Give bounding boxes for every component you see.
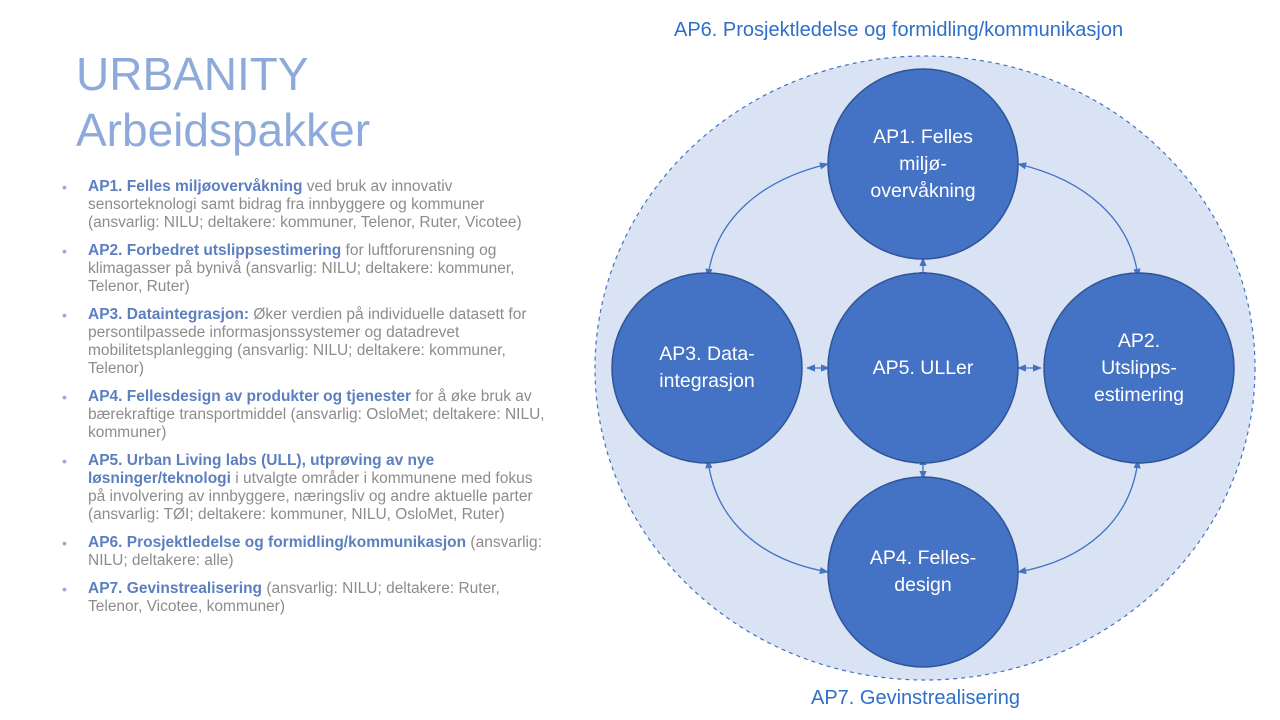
slide-title: URBANITY Arbeidspakker <box>76 46 370 158</box>
work-package-list: • AP1. Felles miljøovervåkning ved bruk a… <box>62 178 552 626</box>
node-ap1-line-2: miljø- <box>899 152 947 175</box>
node-ap3-line-2: integrasjon <box>659 370 755 392</box>
node-ap3-label: AP3. Data- integrasjon <box>627 288 787 448</box>
ap7-heading: AP7. Gevinstrealisering <box>811 687 1020 709</box>
bullet-icon: • <box>62 535 67 551</box>
bullet-icon: • <box>62 581 67 597</box>
node-ap4 <box>827 476 1019 668</box>
connector-ap1-ap2 <box>1017 162 1141 278</box>
list-item-text: ved bruk av innovativ sensorteknologi sa… <box>88 178 522 231</box>
node-ap3 <box>611 272 803 464</box>
node-ap3-line-1: AP3. Data- <box>659 343 755 365</box>
list-item-bold: AP6. Prosjektledelse og formidling/kommu… <box>88 534 467 551</box>
list-item-bold: AP3. Dataintegrasjon: <box>88 306 250 323</box>
bullet-icon: • <box>62 307 67 323</box>
list-item: • AP4. Fellesdesign av produkter og tjene… <box>62 388 552 442</box>
node-ap2-line-1: AP2. <box>1117 329 1161 352</box>
list-item-text: (ansvarlig: NILU; deltakere: alle) <box>88 534 542 569</box>
list-item-bold: AP1. Felles miljøovervåkning <box>88 178 303 195</box>
node-ap1-line-1: AP1. Felles <box>873 125 973 148</box>
list-item-text: (ansvarlig: NILU; deltakere: Ruter, Tele… <box>88 580 500 615</box>
connector-ap3-ap4 <box>705 459 829 575</box>
list-item: • AP5. Urban Living labs (ULL), utprøving… <box>62 452 552 524</box>
bullet-icon: • <box>62 453 67 469</box>
node-ap2-line-3: estimering <box>1094 383 1184 406</box>
list-item-bold: AP7. Gevinstrealisering <box>88 580 263 597</box>
node-ap5-line-1: AP5. ULLer <box>872 356 974 379</box>
node-ap2-label: AP2. Utslipps- estimering <box>1059 288 1219 448</box>
node-ap5-label: AP5. ULLer <box>843 288 1003 448</box>
title-line-2: Arbeidspakker <box>76 104 371 156</box>
list-item-bold: AP4. Fellesdesign av produkter og tjenes… <box>88 388 412 405</box>
bullet-icon: • <box>62 179 67 195</box>
list-item-bold: AP2. Forbedret utslippsestimering <box>88 242 342 259</box>
list-item: • AP3. Dataintegrasjon: Øker verdien på i… <box>62 306 552 378</box>
node-ap2 <box>1043 272 1235 464</box>
bullet-icon: • <box>62 243 67 259</box>
list-item-text: for luftforurensning og klimagasser på b… <box>88 242 515 295</box>
list-item: • AP6. Prosjektledelse og formidling/komm… <box>62 534 552 570</box>
list-item: • AP7. Gevinstrealisering (ansvarlig: NIL… <box>62 580 552 616</box>
list-item-text: i utvalgte områder i kommunene med fokus… <box>88 470 533 523</box>
node-ap2-line-2: Utslipps- <box>1101 356 1177 379</box>
list-item: • AP2. Forbedret utslippsestimering for l… <box>62 242 552 296</box>
node-ap5 <box>827 272 1019 464</box>
connector-ap1-ap3 <box>705 162 829 278</box>
list-item-text: Øker verdien på individuelle datasett fo… <box>88 306 527 377</box>
node-ap4-label: AP4. Felles- design <box>843 492 1003 652</box>
list-item-text: for å øke bruk av bærekraftige transport… <box>88 388 545 441</box>
node-ap1 <box>827 68 1019 260</box>
node-ap4-line-1: AP4. Felles- <box>869 547 977 569</box>
ap6-heading: AP6. Prosjektledelse og formidling/kommu… <box>674 19 1124 41</box>
connector-ap2-ap4 <box>1017 459 1141 575</box>
title-line-1: URBANITY <box>76 48 309 100</box>
node-ap1-label: AP1. Felles miljø- overvåkning <box>843 84 1003 244</box>
list-item: • AP1. Felles miljøovervåkning ved bruk a… <box>62 178 552 232</box>
bullet-icon: • <box>62 389 67 405</box>
node-ap1-line-3: overvåkning <box>870 179 976 202</box>
list-item-bold: AP5. Urban Living labs (ULL), utprøving … <box>88 452 435 487</box>
node-ap4-line-2: design <box>894 574 952 596</box>
